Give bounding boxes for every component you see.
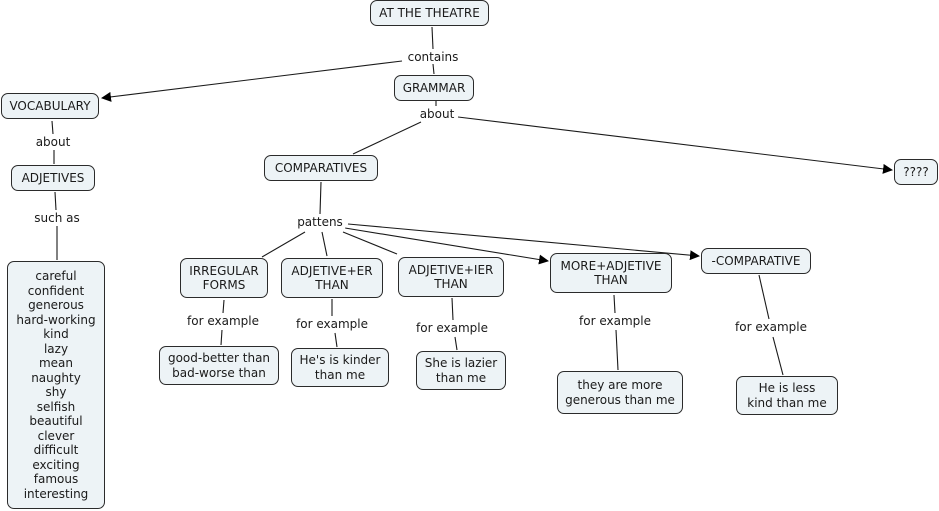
node-vocabulary[interactable]: VOCABULARY [1, 93, 99, 119]
node-text: ADJETIVES [21, 170, 85, 185]
link-ier-fe [451, 297, 454, 321]
list-item: careful [35, 269, 77, 283]
list-item: confident [27, 283, 85, 298]
node-adjetives[interactable]: ADJETIVES [11, 165, 95, 191]
node-text: AT THE THEATRE [379, 5, 480, 20]
link-adjetives-suchas [54, 191, 57, 211]
link-fe-example-irregular [220, 329, 223, 346]
node-adjective-list[interactable]: careful confident generous hard-working … [7, 261, 105, 509]
node-text: He's is kinder [299, 353, 381, 367]
node-unknown[interactable]: ???? [894, 159, 938, 185]
node-text: ???? [903, 164, 929, 179]
node-irregular-forms[interactable]: IRREGULAR FORMS [180, 258, 268, 298]
list-item: mean [38, 356, 74, 370]
node-text: THAN [594, 273, 628, 287]
node-text: COMPARATIVES [274, 160, 368, 175]
node-grammar[interactable]: GRAMMAR [394, 75, 474, 101]
link-pattens-irregular [261, 231, 306, 258]
link-label-pattens: pattens [295, 215, 345, 229]
link-label-for-example: for example [294, 317, 370, 331]
link-pattens-comparative [347, 223, 700, 261]
link-contains-vocabulary [101, 60, 403, 102]
link-pattens-more [344, 227, 549, 265]
list-item: naughty [31, 370, 81, 385]
node-text: -COMPARATIVE [711, 253, 801, 268]
node-text: than me [314, 367, 366, 382]
node-text: VOCABULARY [9, 98, 91, 113]
list-item: exciting [32, 457, 80, 472]
node-adjective-ier-than[interactable]: ADJETIVE+IER THAN [398, 257, 504, 297]
node-text: GRAMMAR [402, 80, 466, 95]
link-label-for-example: for example [733, 320, 809, 334]
node-minus-comparative[interactable]: -COMPARATIVE [701, 248, 811, 274]
node-text: ADJETIVE+IER [408, 262, 494, 277]
node-text: generous than me [565, 392, 675, 407]
link-label-for-example: for example [414, 321, 490, 335]
node-text: ADJETIVE+ER [291, 263, 373, 278]
link-fe-example-less [772, 336, 784, 376]
node-example-less[interactable]: He is less kind than me [736, 376, 838, 415]
link-contains-grammar [432, 63, 435, 75]
node-comparatives[interactable]: COMPARATIVES [264, 155, 378, 181]
link-about-comparatives [352, 121, 422, 155]
link-label-such-as: such as [32, 211, 82, 225]
link-fe-example-er [334, 332, 338, 348]
node-text: THAN [315, 278, 349, 292]
list-item: famous [33, 472, 79, 486]
link-theatre-contains [431, 26, 434, 50]
link-pattens-ier [342, 231, 398, 255]
node-example-more[interactable]: they are more generous than me [557, 371, 683, 414]
node-text: bad-worse than [172, 365, 266, 380]
node-at-the-theatre[interactable]: AT THE THEATRE [370, 0, 489, 26]
node-more-adjective-than[interactable]: MORE+ADJETIVE THAN [550, 253, 672, 293]
node-adjective-er-than[interactable]: ADJETIVE+ER THAN [281, 258, 383, 298]
node-text: FORMS [202, 278, 246, 292]
link-fe-example-ier [454, 336, 458, 351]
list-item: selfish [36, 399, 76, 414]
link-comparatives-pattens [319, 181, 322, 215]
node-text: IRREGULAR [189, 263, 259, 278]
list-item: hard-working [16, 312, 96, 327]
list-item: kind [43, 327, 69, 341]
node-text: they are more [577, 378, 663, 392]
node-example-er[interactable]: He's is kinder than me [291, 348, 389, 387]
link-more-fe [613, 294, 616, 314]
link-label-for-example: for example [185, 314, 261, 328]
list-item: beautiful [29, 414, 83, 428]
link-label-vocabulary-about: about [33, 135, 73, 149]
link-label-contains: contains [405, 50, 461, 64]
node-text: MORE+ADJETIVE [560, 258, 662, 273]
link-fe-example-more [615, 329, 619, 371]
node-example-irregular[interactable]: good-better than bad-worse than [159, 346, 279, 385]
link-about-unknown [457, 116, 893, 174]
node-text: She is lazier [424, 356, 498, 370]
link-label-for-example: for example [577, 314, 653, 328]
node-example-ier[interactable]: She is lazier than me [416, 351, 506, 390]
list-item: interesting [23, 486, 89, 501]
node-text: than me [435, 370, 487, 385]
list-item: lazy [43, 341, 69, 356]
link-label-grammar-about: about [417, 107, 457, 121]
node-text: THAN [434, 277, 468, 291]
link-irregular-fe [222, 299, 225, 314]
link-vocabulary-about [51, 120, 54, 135]
list-item: generous [28, 298, 84, 312]
list-item: clever [37, 428, 75, 443]
node-text: He is less [758, 381, 816, 395]
list-item: difficult [33, 443, 79, 457]
node-text: kind than me [747, 395, 827, 410]
node-text: good-better than [167, 351, 271, 365]
list-item: shy [45, 385, 67, 399]
link-pattens-er [321, 231, 328, 257]
link-comparative-fe [758, 274, 770, 320]
